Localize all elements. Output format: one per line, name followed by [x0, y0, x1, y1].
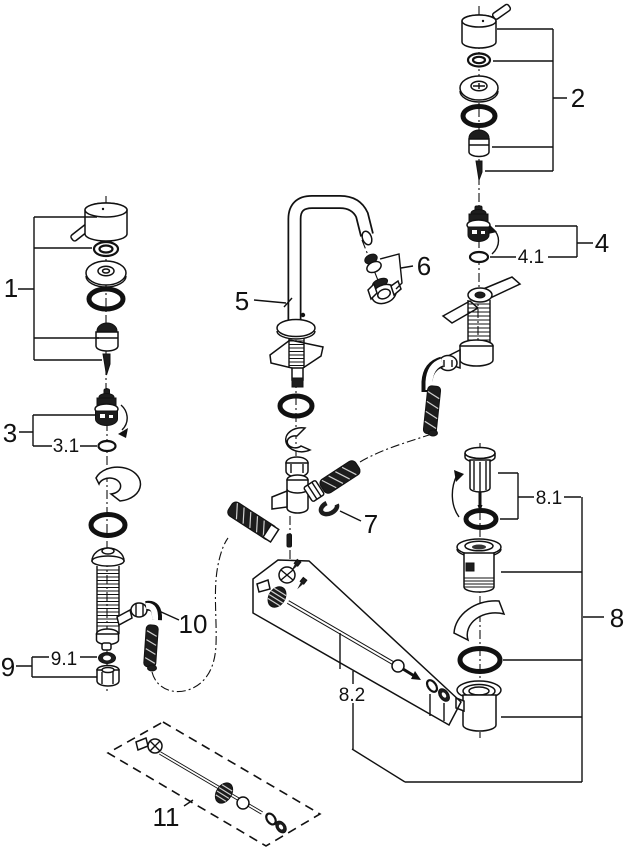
cartridge-left-oring [97, 439, 117, 453]
callout-line-10 [158, 610, 180, 621]
rod-ball [391, 659, 405, 673]
side-port [116, 608, 133, 627]
spout [287, 195, 374, 325]
callout-label-4: 4 [595, 228, 609, 258]
mounting-nut [96, 664, 120, 687]
callout-label-5: 5 [235, 286, 249, 316]
mounting-washer [98, 652, 116, 664]
aerator [364, 253, 402, 305]
callout-line-7 [339, 510, 362, 522]
escutcheon-washer [85, 260, 127, 288]
cartridge-right [466, 205, 500, 255]
callout-label-9-1: 9.1 [51, 649, 77, 670]
screw [475, 160, 483, 182]
callout-bracket-1 [18, 216, 102, 361]
bottom-flange [95, 628, 120, 651]
braided-hose-right [319, 460, 361, 494]
knurled-nut [267, 586, 287, 608]
o-ring [88, 512, 128, 538]
flange-dome [91, 547, 125, 567]
t-manifold [227, 456, 361, 548]
rod-seal [425, 679, 439, 693]
manifold-body [286, 479, 309, 514]
cartridge-left [94, 388, 128, 438]
set-screw-hole [300, 312, 306, 318]
callout-bracket-2 [485, 28, 567, 172]
rotation-arrow [451, 474, 460, 518]
callout-bracket-8-1 [498, 472, 581, 520]
nut [285, 456, 309, 478]
cartridge-nut [95, 322, 119, 352]
pin [286, 533, 292, 548]
right-port-nut [303, 480, 325, 502]
o-ring [277, 393, 315, 419]
rod-grommet [275, 820, 287, 834]
popup-plug [451, 446, 496, 518]
handle-assembly-right [459, 3, 512, 182]
threaded-shank [288, 338, 305, 388]
callout-label-3-1: 3.1 [53, 436, 79, 457]
elbow-hose-right [421, 354, 458, 437]
wedge-gasket [453, 600, 506, 642]
group-box [252, 559, 462, 727]
callout-label-7: 7 [364, 509, 378, 539]
threaded-shank [96, 566, 133, 634]
o-ring-large [460, 104, 498, 128]
callout-label-10: 10 [179, 609, 208, 639]
callout-label-3: 3 [3, 418, 17, 448]
spout-base-hardware [269, 318, 324, 453]
knurled-nut [214, 782, 234, 804]
handle-assembly-left [70, 202, 128, 376]
lift-rod-kit [106, 721, 322, 847]
callout-label-8-1: 8.1 [536, 488, 562, 509]
drain-oring [457, 646, 503, 674]
kit-box [106, 721, 322, 847]
callout-label-11: 11 [153, 802, 180, 832]
callout-labels: 1 2 3 3.1 4 4.1 5 6 7 8 8.1 8.2 9 9.1 10… [1, 83, 624, 832]
popup-plug-oring [463, 508, 499, 530]
escutcheon-washer [459, 75, 499, 103]
callout-label-9: 9 [1, 652, 15, 682]
hose-connection-right [359, 433, 433, 463]
callout-label-8-2: 8.2 [339, 685, 365, 706]
callout-label-2: 2 [571, 83, 585, 113]
left-shank-assembly [88, 466, 163, 687]
rotation-arrow [120, 404, 128, 431]
drain-body-upper [456, 538, 502, 593]
o-ring-large [86, 286, 126, 312]
base-flange [276, 318, 316, 340]
rod-ball [236, 796, 250, 810]
drain-body-lower [455, 680, 502, 732]
callout-label-1: 1 [4, 273, 18, 303]
left-port [271, 489, 288, 510]
callout-bracket-3 [19, 414, 97, 447]
callout-label-4-1: 4.1 [518, 247, 544, 268]
rod-grommet [438, 688, 450, 702]
spout-outlet [361, 230, 373, 246]
callout-label-8: 8 [610, 603, 624, 633]
cone-fitting [256, 579, 271, 593]
valve-body [447, 339, 494, 370]
cartridge-nut [468, 129, 490, 158]
rod-seal [265, 812, 277, 826]
handle-lever [491, 3, 512, 20]
horseshoe-clamp [284, 426, 312, 453]
callout-bracket-6 [379, 253, 414, 290]
screw [102, 353, 111, 376]
callout-label-6: 6 [417, 251, 431, 281]
horseshoe-clamp [95, 466, 142, 502]
hose-connection-left [151, 537, 229, 693]
callout-bracket-9 [16, 656, 97, 678]
callout-line-5 [253, 297, 293, 308]
callout-bracket-8 [351, 497, 604, 783]
popup-rod-group [252, 558, 462, 749]
callout-bracket-4 [490, 225, 593, 258]
cartridge-right-oring [468, 250, 490, 264]
elbow-hose [130, 600, 163, 672]
retaining-clip [318, 499, 340, 517]
braided-hose-left [227, 501, 280, 544]
side-valve-right [421, 276, 522, 437]
threaded-shank [467, 300, 491, 344]
